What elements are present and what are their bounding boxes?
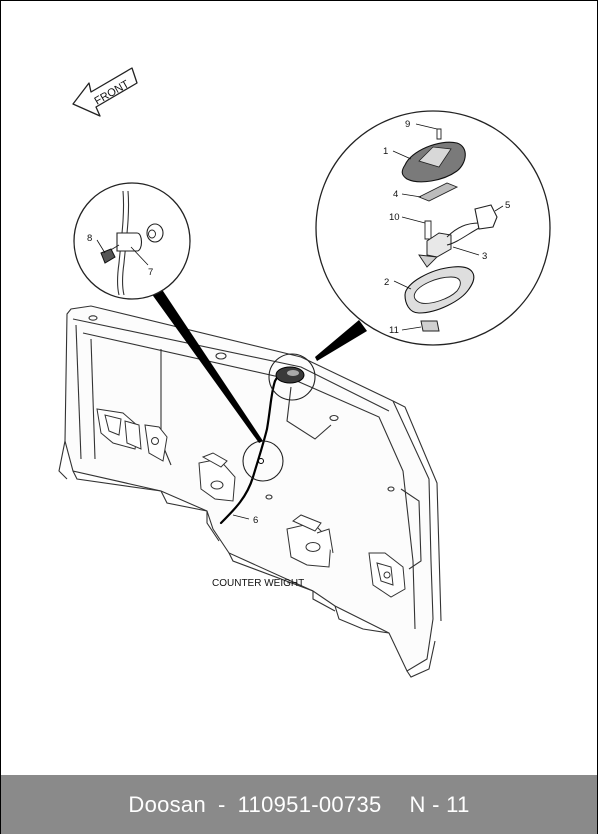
- callout-3: 3: [482, 251, 487, 262]
- leader-wedge-clip: [151, 288, 263, 443]
- callout-2: 2: [384, 277, 389, 288]
- page-footer: Doosan - 110951-00735 N - 11: [1, 775, 597, 834]
- callout-10: 10: [389, 212, 400, 223]
- front-direction-arrow: FRONT: [72, 67, 138, 117]
- callout-5: 5: [505, 200, 510, 211]
- footer-separator: -: [218, 791, 226, 817]
- mount-bracket-center: [286, 514, 334, 568]
- callout-6: 6: [253, 515, 258, 526]
- callout-leader-lines: [96, 123, 504, 520]
- counter-weight-body: [58, 305, 442, 678]
- detail-view-clip: [73, 182, 191, 300]
- mount-bracket-center-left: [198, 452, 236, 502]
- brand-name: Doosan: [128, 791, 207, 817]
- callout-11: 11: [389, 325, 399, 336]
- callout-4: 4: [393, 189, 398, 200]
- lamp-location-circle: [268, 353, 316, 401]
- callout-7: 7: [148, 267, 153, 278]
- counter-weight-label: COUNTER WEIGHT: [212, 578, 304, 589]
- callout-9: 9: [405, 119, 410, 130]
- parts-diagram: FRONT: [58, 67, 551, 678]
- part-number: 110951-00735: [237, 791, 382, 817]
- detail-view-lamp-assembly: [315, 110, 551, 346]
- page-reference: N - 11: [409, 791, 470, 817]
- callout-1: 1: [383, 146, 388, 157]
- clip-on-harness: [258, 458, 264, 464]
- lamp-on-counterweight: [275, 366, 305, 384]
- mount-bracket-left: [96, 408, 168, 462]
- mount-bracket-right: [368, 552, 406, 598]
- callout-8: 8: [87, 233, 92, 244]
- leader-wedge-lamp: [315, 320, 367, 361]
